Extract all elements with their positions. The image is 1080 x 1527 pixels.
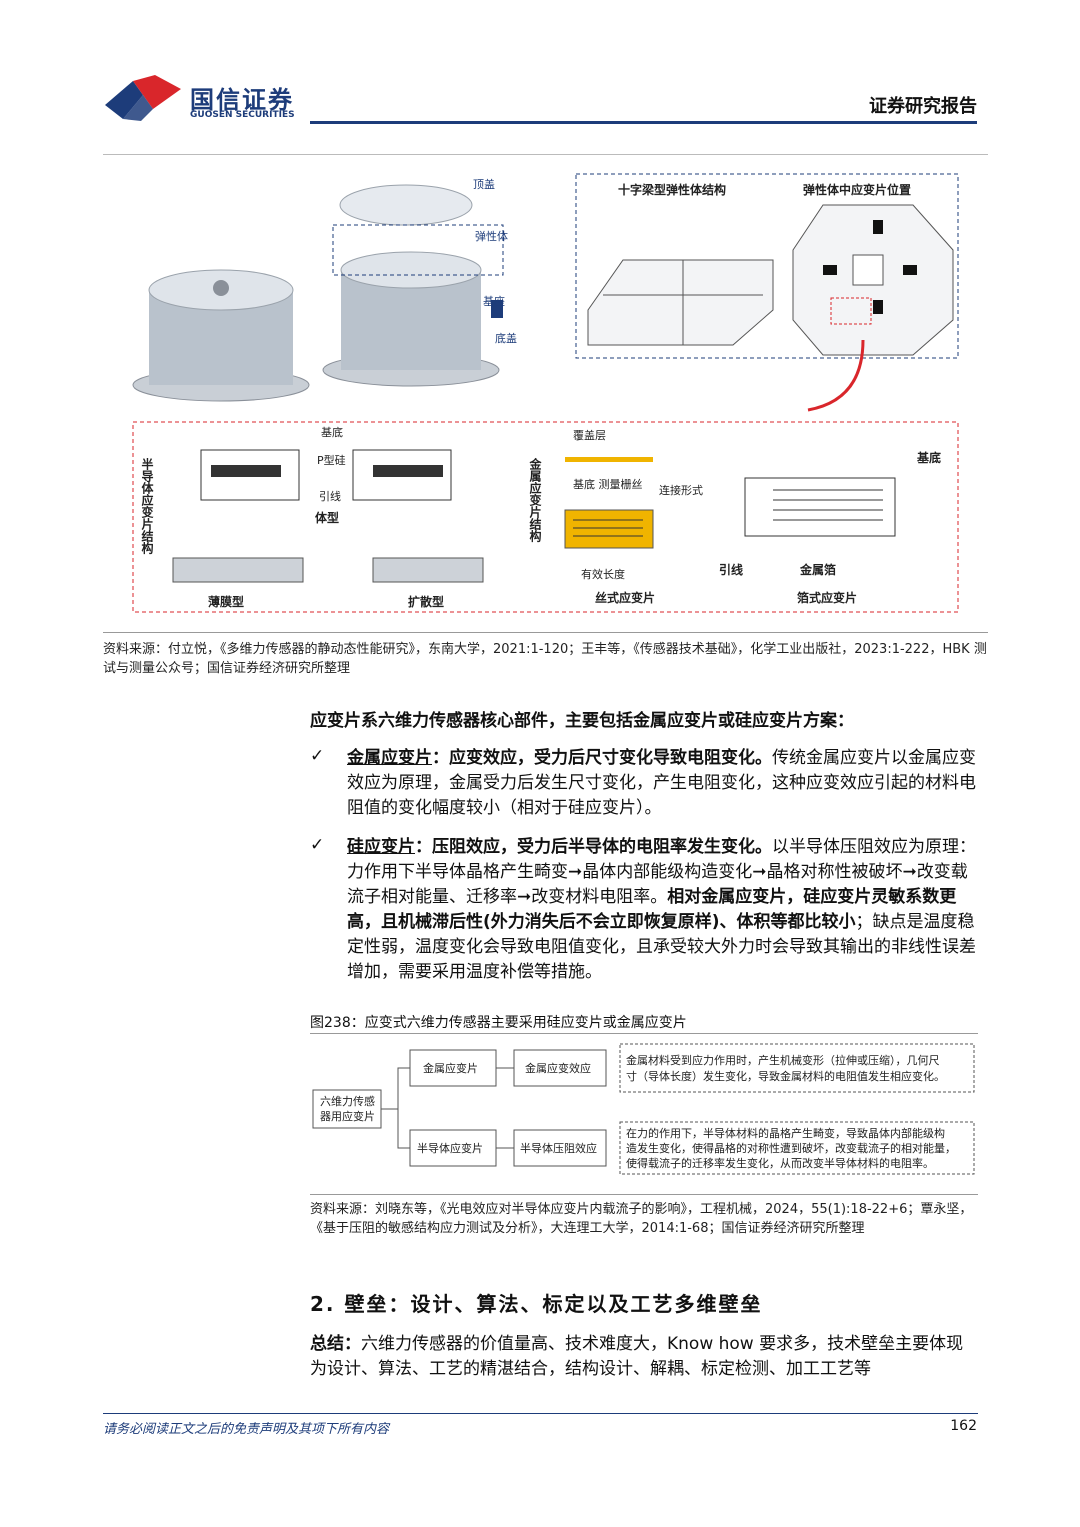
label-effective-len: 有效长度 bbox=[581, 567, 625, 581]
section-summary: 总结：六维力传感器的价值量高、技术难度大，Know how 要求多，技术壁垒主要… bbox=[310, 1334, 964, 1379]
label-lead: 引线 bbox=[319, 489, 341, 503]
figure2-diagram: 六维力传感 器用应变片 金属应变片 金属应变效应 金属材料受到应力作用时，产生机… bbox=[310, 1038, 978, 1188]
term-silicon: 硅应变片 bbox=[347, 837, 415, 857]
node-semi-gauge bbox=[409, 1129, 497, 1167]
figure2-title: 图238：应变式六维力传感器主要采用硅应变片或金属应变片 bbox=[310, 1015, 687, 1031]
node-semi-desc-3: 使得载流子的迁移率发生变化，从而改变半导体材料的电阻率。 bbox=[626, 1156, 934, 1170]
label-foil-gauge: 箔式应变片 bbox=[797, 590, 857, 605]
figure-top-divider bbox=[103, 154, 988, 155]
node-metal-effect bbox=[513, 1049, 607, 1087]
arrow-link bbox=[807, 339, 865, 412]
node-root-text-2: 器用应变片 bbox=[320, 1109, 375, 1123]
label-p-si: P型硅 bbox=[317, 453, 346, 467]
metal-title: 金属应变片结构 bbox=[528, 457, 542, 543]
intro-heading: 应变片系六维力传感器核心部件，主要包括金属应变片或硅应变片方案： bbox=[310, 711, 854, 731]
node-root bbox=[312, 1089, 382, 1129]
label-base2: 基底 bbox=[916, 450, 941, 465]
sensor-exploded-image bbox=[322, 184, 504, 387]
bullet-silicon: 硅应变片：压阻效应，受力后半导体的电阻率发生变化。以半导体压阻效应为原理：力作用… bbox=[347, 837, 976, 982]
cross-beam-title: 十字梁型弹性体结构 bbox=[618, 182, 726, 197]
node-metal-desc-1: 金属材料受到应力作用时，产生机械变形（拉伸或压缩），几何尺 bbox=[626, 1053, 940, 1067]
cross-beam-drawing bbox=[587, 259, 774, 346]
bullet-check-icon: ✓ bbox=[310, 835, 325, 855]
label-film-type: 薄膜型 bbox=[208, 594, 244, 609]
node-semi-desc bbox=[619, 1121, 975, 1175]
node-semi-effect-text: 半导体压阻效应 bbox=[520, 1141, 597, 1155]
term-metal: 金属应变片 bbox=[347, 748, 432, 768]
sensor-cylinder-image bbox=[132, 269, 310, 402]
gauge-position-drawing bbox=[792, 204, 954, 356]
label-base-grid: 基底 测量栅丝 bbox=[573, 477, 643, 491]
label-body-type: 体型 bbox=[315, 510, 339, 525]
bullet-metal: 金属应变片：应变效应，受力后尺寸变化导致电阻变化。传统金属应变片以金属应变效应为… bbox=[347, 748, 976, 818]
label-lead2: 引线 bbox=[719, 562, 743, 577]
footer-disclaimer[interactable]: 请务必阅读正文之后的免责声明及其项下所有内容 bbox=[103, 1422, 390, 1437]
source-divider bbox=[103, 632, 988, 633]
gauge-pos-title: 弹性体中应变片位置 bbox=[803, 182, 911, 197]
label-bottom: 底盖 bbox=[495, 331, 517, 345]
section-title: 2. 壁垒：设计、算法、标定以及工艺多维壁垒 bbox=[310, 1292, 763, 1316]
label-cover: 覆盖层 bbox=[573, 428, 606, 442]
label-substrate: 基底 bbox=[321, 425, 343, 439]
label-top-plate: 顶盖 bbox=[473, 177, 495, 191]
semi-film-drawing bbox=[172, 557, 484, 583]
foil-gauge-drawing bbox=[744, 477, 896, 537]
figure1-source: 资料来源：付立悦，《多维力传感器的静动态性能研究》，东南大学，2021:1-12… bbox=[103, 642, 987, 676]
brand-logo bbox=[103, 75, 183, 123]
gauge-structure-box bbox=[132, 421, 959, 613]
node-metal-effect-text: 金属应变效应 bbox=[525, 1061, 591, 1075]
node-metal-gauge-text: 金属应变片 bbox=[423, 1061, 478, 1075]
wire-gauge-drawing bbox=[564, 457, 654, 549]
label-base-plate: 基座 bbox=[483, 294, 505, 308]
node-metal-desc bbox=[619, 1043, 975, 1093]
node-root-text-1: 六维力传感 bbox=[320, 1095, 375, 1108]
figure-sensor-structure: 顶盖 弹性体 基座 底盖 十字梁型弹性体结构 弹性体中应变片位置 半导体应变片结… bbox=[103, 160, 988, 625]
report-type: 证券研究报告 bbox=[869, 96, 977, 117]
page-number: 162 bbox=[950, 1418, 977, 1434]
source2-divider bbox=[310, 1194, 978, 1195]
node-semi-effect bbox=[513, 1129, 607, 1167]
node-semi-desc-1: 在力的作用下，半导体材料的晶格产生畸变，导致晶体内部能级构 bbox=[626, 1126, 945, 1140]
figure2-divider bbox=[310, 1033, 978, 1034]
label-connect: 连接形式 bbox=[659, 484, 703, 497]
brand-logo-icon bbox=[105, 75, 181, 121]
label-wire-gauge: 丝式应变片 bbox=[595, 590, 655, 605]
elastic-detail-box bbox=[575, 173, 959, 359]
node-metal-desc-2: 寸（导体长度）发生变化，导致金属材料的电阻值发生相应变化。 bbox=[626, 1069, 945, 1083]
node-metal-gauge bbox=[409, 1049, 497, 1087]
semi-title: 半导体应变片结构 bbox=[140, 457, 154, 555]
label-elastic: 弹性体 bbox=[475, 229, 508, 243]
header-divider bbox=[310, 121, 977, 124]
brand-name-en: GUOSEN SECURITIES bbox=[190, 110, 295, 120]
node-semi-gauge-text: 半导体应变片 bbox=[417, 1141, 483, 1155]
semi-body-drawing bbox=[200, 449, 452, 501]
label-foil: 金属箔 bbox=[799, 562, 836, 577]
node-semi-desc-2: 造发生变化，使得晶格的对称性遭到破坏，改变载流子的相对能量， bbox=[626, 1141, 956, 1155]
footer-divider bbox=[103, 1413, 978, 1414]
label-diffuse-type: 扩散型 bbox=[408, 594, 444, 609]
brand-name: 国信证券 bbox=[190, 86, 294, 114]
bullet-check-icon: ✓ bbox=[310, 746, 325, 766]
figure2-source: 资料来源：刘晓东等，《光电效应对半导体应变片内载流子的影响》，工程机械，2024… bbox=[310, 1202, 973, 1236]
